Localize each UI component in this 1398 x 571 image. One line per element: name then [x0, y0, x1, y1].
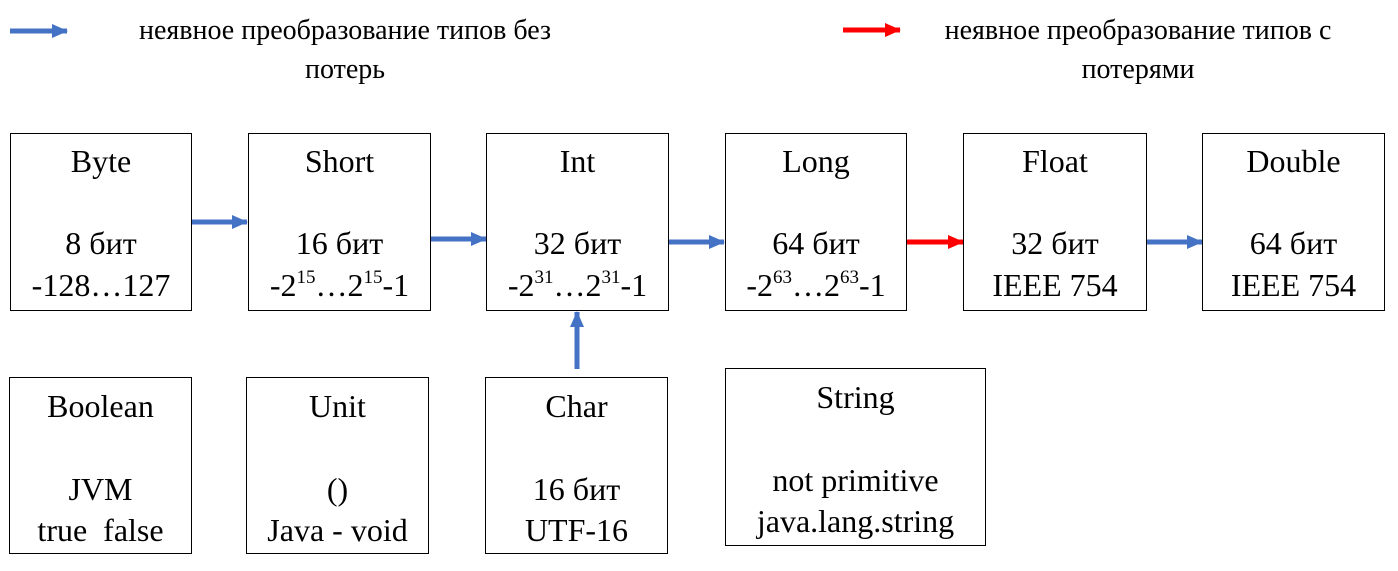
type-format: IEEE 754 [992, 267, 1118, 303]
type-detail-1: not primitive [772, 462, 939, 498]
type-box-short: Short 16 бит -215…215-1 [248, 133, 431, 311]
type-size: 16 бит [295, 225, 384, 261]
type-size: 32 бит [533, 225, 622, 261]
type-detail-2: true false [37, 512, 164, 548]
type-size: 32 бит [1011, 225, 1099, 261]
type-range: -263…263-1 [746, 267, 886, 303]
legend-lossy-line1: неявное преобразование типов с [944, 15, 1332, 46]
legend-lossy-label: неявное преобразование типов с потерями [905, 11, 1371, 89]
type-encoding: UTF-16 [524, 512, 629, 548]
type-name: Int [559, 143, 596, 179]
type-box-string: String not primitive java.lang.string [725, 368, 986, 546]
type-name: Boolean [47, 388, 154, 424]
type-size: 64 бит [772, 225, 860, 261]
type-size: 8 бит [65, 225, 137, 261]
type-box-double: Double 64 бит IEEE 754 [1202, 133, 1385, 311]
type-name: String [816, 379, 895, 415]
legend-lossless-label: неявное преобразование типов без потерь [75, 11, 615, 89]
type-name: Float [1022, 143, 1088, 179]
type-format: IEEE 754 [1230, 267, 1357, 303]
type-box-unit: Unit () Java - void [246, 377, 429, 554]
type-box-float: Float 32 бит IEEE 754 [963, 133, 1147, 311]
type-name: Char [545, 388, 608, 424]
type-box-byte: Byte 8 бит -128…127 [10, 133, 192, 311]
type-size: 64 бит [1249, 225, 1338, 261]
type-box-char: Char 16 бит UTF-16 [485, 377, 668, 554]
type-box-int: Int 32 бит -231…231-1 [486, 133, 669, 311]
type-detail-1: () [326, 471, 349, 507]
type-box-boolean: Boolean JVM true false [9, 377, 192, 554]
type-box-long: Long 64 бит -263…263-1 [725, 133, 907, 311]
type-size: 16 бит [532, 471, 621, 507]
type-name: Short [304, 143, 375, 179]
type-range: -215…215-1 [269, 267, 410, 303]
legend-lossless-line1: неявное преобразование типов без [138, 15, 552, 46]
type-name: Byte [70, 143, 132, 179]
legend-lossless-line2: потерь [304, 54, 386, 85]
legend-lossy-line2: потерями [1081, 54, 1195, 85]
type-detail-1: JVM [68, 471, 133, 507]
type-range: -128…127 [31, 267, 171, 303]
type-name: Unit [309, 388, 366, 424]
type-detail-2: Java - void [267, 512, 408, 548]
type-detail-2: java.lang.string [756, 503, 955, 539]
type-name: Long [782, 143, 850, 179]
type-range: -231…231-1 [507, 267, 648, 303]
type-name: Double [1246, 143, 1341, 179]
